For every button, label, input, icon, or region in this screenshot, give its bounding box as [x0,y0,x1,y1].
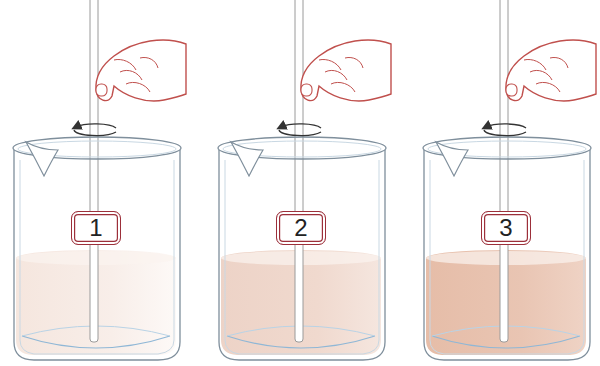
stirring-rod [295,0,303,342]
beaker-wall [219,150,385,360]
beaker-spout [26,142,58,176]
rotation-arrow [484,130,526,136]
finger-lines [319,57,363,92]
stirring-rod [500,0,508,342]
finger-lines [524,57,568,92]
stirring-rod [90,0,98,342]
rotation-arrow [486,124,526,128]
hand [506,40,596,101]
callout-number: 3 [499,216,512,240]
number-label: 3 [481,211,531,245]
rotation-arrow [74,130,116,136]
rotation-arrow [281,124,321,128]
hand [301,40,391,101]
thumbnail [96,84,107,96]
callout-number: 1 [89,216,102,240]
thumbnail [301,84,312,96]
beaker-inner-wall [430,160,584,354]
rotation-arrow [76,124,116,128]
hand [96,40,186,101]
beaker-inner-wall [225,160,379,354]
number-label: 1 [71,211,121,245]
beaker-set [218,0,391,360]
beaker-wall [424,150,590,360]
beaker-spout [436,142,468,176]
beaker-set [13,0,186,360]
beaker-inner-wall [20,160,174,354]
callout-number: 2 [294,216,307,240]
beaker-set [423,0,596,360]
beaker-spout [231,142,263,176]
number-label: 2 [276,211,326,245]
finger-lines [114,57,158,92]
rotation-arrow [279,130,321,136]
beaker-wall [14,150,180,360]
thumbnail [506,84,517,96]
